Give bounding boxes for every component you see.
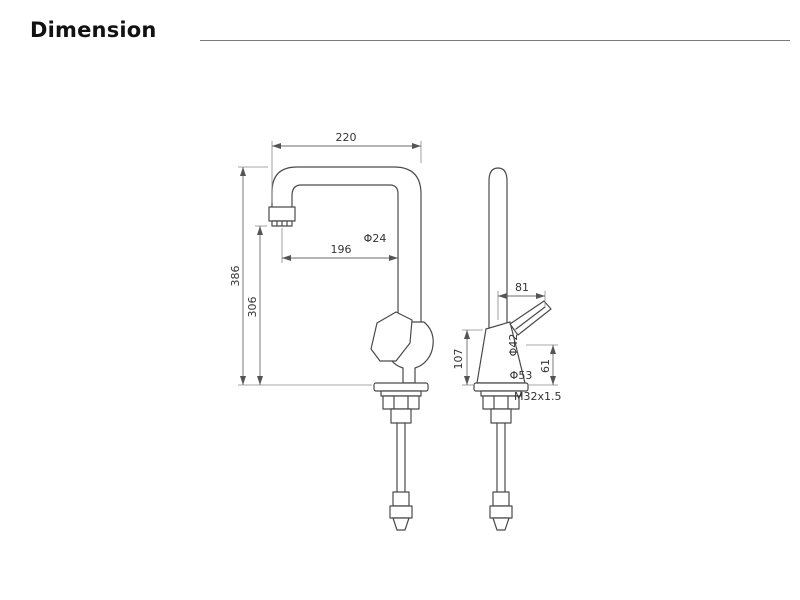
locknut-front: [382, 395, 420, 410]
front-view: 220 196 Φ24 386 306: [229, 131, 434, 531]
dim-handle-reach: 81: [497, 281, 546, 320]
base-washer-front: [380, 390, 422, 397]
dim-handle-height-label: 61: [539, 359, 552, 373]
dim-base-diameter-label: Φ53: [510, 369, 533, 382]
dim-body-height-label: 107: [452, 349, 465, 370]
header: Dimension: [0, 0, 800, 48]
handle-front: [370, 311, 413, 362]
dim-handle-reach-label: 81: [515, 281, 529, 294]
page-title: Dimension: [30, 18, 157, 42]
spout-outer-outline: [271, 166, 422, 323]
handle-side-detail: [515, 306, 546, 330]
spout-inner-outline: [291, 184, 399, 323]
supply-fitting-side: [492, 491, 510, 507]
shank-upper-side: [490, 408, 512, 424]
dim-handle-height: 61: [526, 344, 558, 386]
side-view: 81 Φ42 107 61 Φ53 M32x1.5: [452, 167, 562, 531]
dim-width-total-label: 220: [336, 131, 357, 144]
supply-nut-front: [389, 505, 413, 519]
dim-height-total-label: 386: [229, 266, 242, 287]
supply-cap-front: [392, 517, 410, 531]
thread-spec-label: M32x1.5: [514, 390, 562, 403]
base-flange-front: [373, 382, 429, 392]
supply-nut-side: [489, 505, 513, 519]
riser-pipe-side: [488, 167, 508, 331]
dim-spout-diameter-label: Φ24: [364, 232, 387, 245]
dim-height-spout-label: 306: [246, 297, 259, 318]
dim-width-inner: 196: [281, 228, 398, 263]
nozzle: [268, 206, 296, 222]
dim-body-diameter-label: Φ42: [507, 334, 520, 357]
supply-fitting-front: [392, 491, 410, 507]
dim-width-total: 220: [271, 131, 422, 203]
supply-cap-side: [492, 517, 510, 531]
dim-body-height: 107: [452, 329, 483, 386]
shank-upper-front: [390, 408, 412, 424]
dim-height-total: 386: [229, 166, 372, 386]
dim-height-spout: 306: [246, 225, 267, 385]
dim-width-inner-label: 196: [331, 243, 352, 256]
header-rule: [200, 40, 790, 41]
